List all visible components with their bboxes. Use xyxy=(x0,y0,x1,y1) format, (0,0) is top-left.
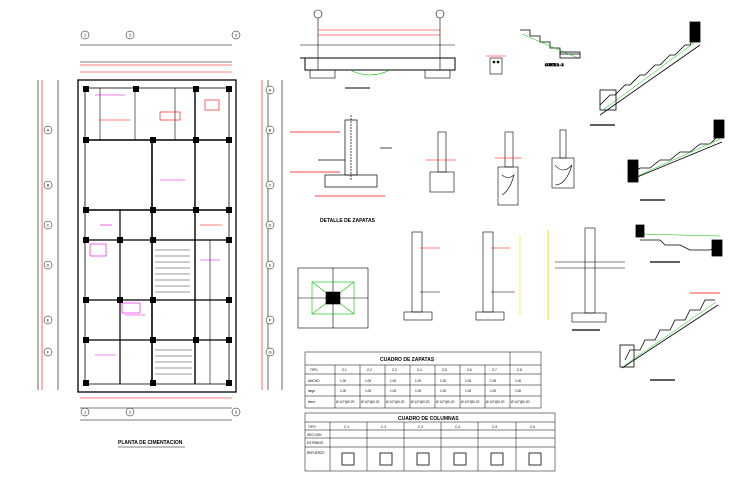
svg-text:Ø 1/2"@0.20: Ø 1/2"@0.20 xyxy=(411,400,430,404)
svg-text:Ø 1/2"@0.20: Ø 1/2"@0.20 xyxy=(511,400,530,404)
svg-text:2: 2 xyxy=(129,33,132,38)
zapatas-table xyxy=(304,351,542,409)
svg-text:Z-6: Z-6 xyxy=(467,368,472,372)
svg-text:A: A xyxy=(47,128,50,133)
columnas-table xyxy=(304,412,556,472)
svg-text:D: D xyxy=(269,223,272,228)
columnas-table-title: CUADRO DE COLUMNAS xyxy=(398,416,459,422)
svg-text:1.00: 1.00 xyxy=(365,389,371,393)
svg-text:fierro: fierro xyxy=(308,400,315,404)
svg-text:1: 1 xyxy=(84,33,87,38)
zapatas-table-text: CUADRO DE ZAPATAS TIPO Z-1 Z-2 Z-3 Z-4 Z… xyxy=(308,357,530,404)
svg-text:E: E xyxy=(47,318,50,323)
svg-text:C-6: C-6 xyxy=(530,425,535,429)
svg-text:Ø 1/2"@0.20: Ø 1/2"@0.20 xyxy=(336,400,355,404)
foundation-floor-plan xyxy=(37,44,283,421)
column-detail-2 xyxy=(495,131,522,206)
svg-text:1.00: 1.00 xyxy=(465,389,471,393)
svg-text:Z-4: Z-4 xyxy=(417,368,422,372)
svg-text:SECCION: SECCION xyxy=(307,433,322,437)
svg-text:1.00: 1.00 xyxy=(490,379,496,383)
svg-text:C-4: C-4 xyxy=(455,425,460,429)
svg-text:E: E xyxy=(269,263,272,268)
svg-text:2: 2 xyxy=(129,410,132,415)
footing-plan-detail xyxy=(297,267,369,329)
svg-text:1.00: 1.00 xyxy=(465,379,471,383)
column-detail-1 xyxy=(426,131,456,193)
svg-text:Z-5: Z-5 xyxy=(442,368,447,372)
svg-text:Z-3: Z-3 xyxy=(392,368,397,372)
svg-text:1.00: 1.00 xyxy=(340,379,346,383)
grid-bubbles xyxy=(43,30,275,417)
svg-text:1.00: 1.00 xyxy=(415,389,421,393)
svg-text:ESTRIBOS: ESTRIBOS xyxy=(307,441,323,445)
svg-text:B: B xyxy=(269,128,272,133)
svg-text:1.00: 1.00 xyxy=(415,379,421,383)
floor-plan-title: PLANTA DE CIMENTACION xyxy=(118,440,183,446)
stair-section-5 xyxy=(619,292,720,381)
svg-text:Ø 1/2"@0.20: Ø 1/2"@0.20 xyxy=(386,400,405,404)
svg-text:3: 3 xyxy=(235,33,238,38)
svg-text:C: C xyxy=(269,183,272,188)
footing-detail-title: DETALLE DE ZAPATAS xyxy=(320,218,376,224)
stair-section-2 xyxy=(590,21,701,126)
zapatas-table-title: CUADRO DE ZAPATAS xyxy=(380,357,435,363)
svg-text:CORTE 2 - 2: CORTE 2 - 2 xyxy=(545,63,564,67)
svg-text:Ø 1/2"@0.20: Ø 1/2"@0.20 xyxy=(436,400,455,404)
column-elevation-2 xyxy=(475,231,521,321)
svg-text:Ø 1/2"@0.20: Ø 1/2"@0.20 xyxy=(361,400,380,404)
svg-text:C-2: C-2 xyxy=(381,425,386,429)
stair-section-1: CORTE 2 - 2 xyxy=(520,29,581,67)
svg-text:TIPO: TIPO xyxy=(308,425,316,429)
svg-text:3: 3 xyxy=(235,410,238,415)
svg-text:F: F xyxy=(269,318,272,323)
svg-text:Ø 1/2"@0.20: Ø 1/2"@0.20 xyxy=(486,400,505,404)
svg-text:1.00: 1.00 xyxy=(490,389,496,393)
svg-text:Z-1: Z-1 xyxy=(342,368,347,372)
columnas-table-text: CUADRO DE COLUMNAS TIPO C-1 C-2 C-3 C-4 … xyxy=(307,416,535,455)
svg-text:B: B xyxy=(47,183,50,188)
svg-text:Z-8: Z-8 xyxy=(517,368,522,372)
stair-section-4 xyxy=(635,224,723,263)
svg-text:1.00: 1.00 xyxy=(515,379,521,383)
svg-text:C: C xyxy=(47,223,50,228)
svg-text:C-1: C-1 xyxy=(344,425,349,429)
svg-text:1: 1 xyxy=(84,410,87,415)
svg-text:1.00: 1.00 xyxy=(440,389,446,393)
svg-text:1.00: 1.00 xyxy=(340,389,346,393)
svg-text:ANCHO: ANCHO xyxy=(308,379,320,383)
svg-text:D: D xyxy=(47,263,50,268)
svg-text:1.00: 1.00 xyxy=(390,389,396,393)
svg-text:1.00: 1.00 xyxy=(440,379,446,383)
svg-text:C-3: C-3 xyxy=(418,425,423,429)
column-elevation-3 xyxy=(547,227,625,331)
svg-text:1.00: 1.00 xyxy=(390,379,396,383)
beam-section xyxy=(486,55,506,75)
svg-text:largo: largo xyxy=(308,389,315,393)
svg-text:TIPO: TIPO xyxy=(310,368,318,372)
svg-text:C-5: C-5 xyxy=(492,425,497,429)
svg-text:F: F xyxy=(47,350,50,355)
column-elevation-1 xyxy=(403,231,440,321)
footing-detail xyxy=(290,115,392,197)
wall-section-detail xyxy=(300,9,456,89)
grid-bubble-labels: 1 2 3 1 2 3 A B C D E F A B C D E F G xyxy=(47,33,272,415)
svg-text:1.00: 1.00 xyxy=(365,379,371,383)
svg-text:Ø 1/2"@0.20: Ø 1/2"@0.20 xyxy=(461,400,480,404)
column-detail-3 xyxy=(551,129,575,189)
svg-text:REFUERZO: REFUERZO xyxy=(307,451,325,455)
svg-text:Z-2: Z-2 xyxy=(367,368,372,372)
svg-text:G: G xyxy=(268,350,271,355)
stair-section-3 xyxy=(627,119,725,201)
svg-text:A: A xyxy=(269,88,272,93)
svg-text:1.00: 1.00 xyxy=(515,389,521,393)
svg-text:Z-7: Z-7 xyxy=(492,368,497,372)
